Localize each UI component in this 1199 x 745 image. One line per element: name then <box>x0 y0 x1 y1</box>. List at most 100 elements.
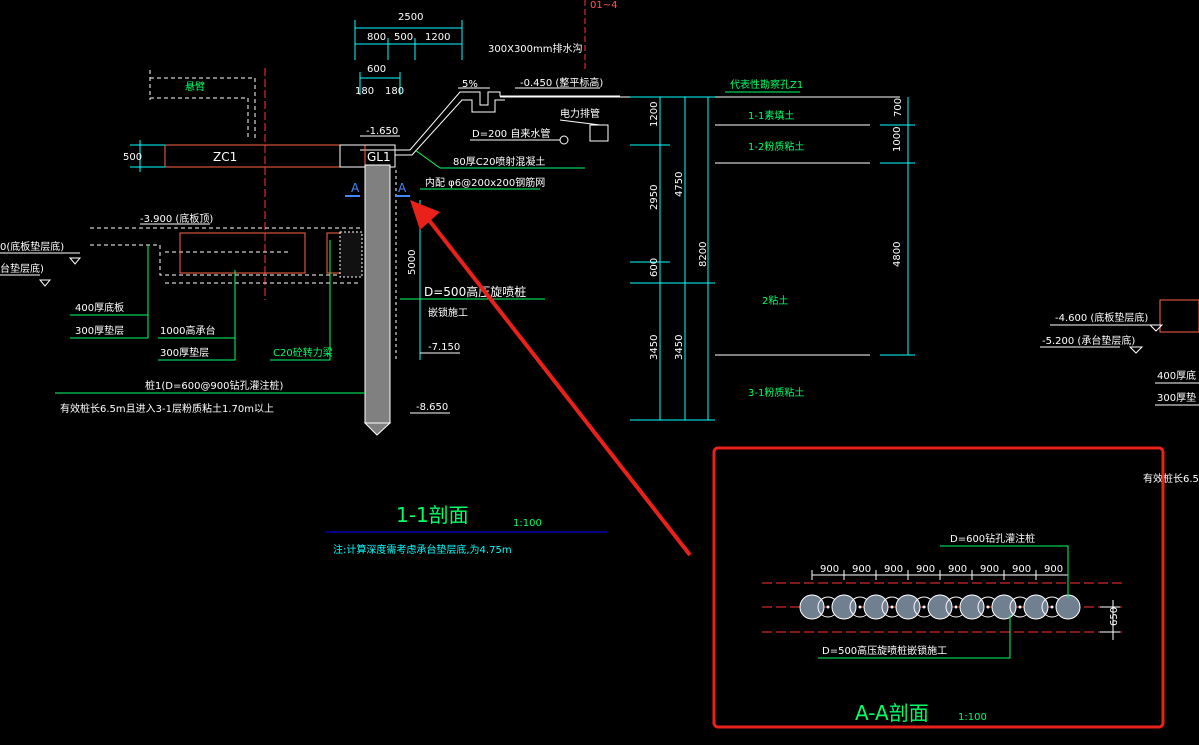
aa-spacing-label: 900 <box>948 564 967 575</box>
beam-c20-label: C20砼转力梁 <box>273 346 333 359</box>
soil-layer-2: 1-2粉质粘土 <box>748 140 804 153</box>
aa-bored-pile <box>991 594 1017 620</box>
aa-bored-pile <box>863 594 889 620</box>
mesh-label: 内配 φ6@200x200钢筋网 <box>425 176 545 189</box>
soil-dim-2950: 2950 <box>649 185 660 210</box>
aa-title: A-A剖面 <box>855 701 929 725</box>
bottom-slab-dashed <box>90 227 360 284</box>
aa-bored-pile <box>799 594 825 620</box>
aa-bored-pile <box>895 594 921 620</box>
soil-dim-1200: 1200 <box>649 102 660 127</box>
pile-tip <box>363 422 392 436</box>
aa-bored-pile <box>927 594 953 620</box>
electric-leader <box>559 119 601 126</box>
slope-label: 5% <box>462 79 478 90</box>
soil-dim-4800: 4800 <box>892 242 903 267</box>
right-pile: 有效桩长6.5 <box>1143 472 1199 485</box>
soil-layer-1: 1-1素填土 <box>748 109 794 122</box>
level-beam: -1.650 <box>366 126 398 137</box>
dim-600: 600 <box>367 64 386 75</box>
electric-duct-box <box>589 124 609 142</box>
jet-grout-label: D=500高压旋喷桩 <box>424 284 526 299</box>
aa-bored-pile-leader <box>940 545 1069 598</box>
aa-jet-grout-center <box>986 605 990 609</box>
level-ground: -0.450 (整平标高) <box>520 76 603 89</box>
right-floor: 400厚底 <box>1157 369 1196 382</box>
aa-jet-grout-label: D=500高压旋喷桩嵌锁施工 <box>822 644 947 657</box>
zc1-label: ZC1 <box>213 150 237 164</box>
aa-spacing-label: 900 <box>916 564 935 575</box>
right-level-2: -5.200 (承台垫层底) <box>1042 334 1135 347</box>
aa-jet-grout-center <box>954 605 958 609</box>
red-arrow-shaft <box>423 213 692 557</box>
dim-1200: 1200 <box>425 32 450 43</box>
aa-spacing-label: 900 <box>1012 564 1031 575</box>
aa-scale: 1:100 <box>958 712 987 723</box>
level-bottom-slab: -3.900 (底板顶) <box>140 212 213 225</box>
borehole-label: 代表性勘察孔Z1 <box>730 78 803 91</box>
red-arrow-head <box>410 200 440 230</box>
upper-wall-dashed <box>149 70 256 140</box>
aa-bored-pile <box>831 594 857 620</box>
pile-desc-label: 桩1(D=600@900钻孔灌注桩) <box>145 379 284 392</box>
water-pipe-circle <box>559 135 569 145</box>
soil-dims <box>630 96 915 421</box>
soil-dim-700: 700 <box>893 98 904 117</box>
ditch-label: 300X300mm排水沟 <box>488 42 583 55</box>
concrete-leader <box>414 149 441 169</box>
level-marker-left <box>68 257 82 265</box>
aa-jet-grout-leader <box>818 615 1011 659</box>
soil-dim-4750: 4750 <box>674 172 685 197</box>
ditch-outline <box>395 91 900 156</box>
right-pad: 300厚垫 <box>1157 391 1196 404</box>
aa-jet-grout-center <box>858 605 862 609</box>
soil-layer-4: 3-1粉质粘土 <box>748 386 804 399</box>
left-cut-label-1: 0(底板垫层底) <box>0 240 64 253</box>
left-cut-label-2: 台垫层底) <box>0 262 44 275</box>
section-a-left: A <box>351 181 360 195</box>
electric-label: 电力排管 <box>560 107 600 120</box>
top-red-label: 01~4 <box>590 0 617 11</box>
left-leaders <box>70 240 331 361</box>
level-865: -8.650 <box>416 402 448 413</box>
aa-jet-grout-center <box>1018 605 1022 609</box>
pad-300a-label: 300厚垫层 <box>75 324 124 337</box>
dim-500: 500 <box>394 32 413 43</box>
aa-spacing-label: 900 <box>852 564 871 575</box>
aa-jet-grout-center <box>826 605 830 609</box>
soil-dim-3450-a: 3450 <box>649 335 660 360</box>
water-pipe-label: D=200 自来水管 <box>472 127 550 140</box>
aa-jet-grout-center <box>890 605 894 609</box>
aa-jet-grout-center <box>1050 605 1054 609</box>
gl1-label: GL1 <box>367 150 391 164</box>
aa-bored-pile <box>1055 594 1081 620</box>
dim-2500: 2500 <box>398 12 423 23</box>
soil-layer-lines <box>715 124 870 356</box>
concrete-label: 80厚C20喷射混凝土 <box>453 155 545 168</box>
soil-layer-3: 2粘土 <box>762 294 788 307</box>
soil-dim-8200: 8200 <box>698 242 709 267</box>
level-715: -7.150 <box>428 342 460 353</box>
aa-spacing-label: 900 <box>820 564 839 575</box>
jet-method-label: 嵌锁施工 <box>428 306 468 319</box>
beam-top-label: 悬臂 <box>185 80 205 93</box>
aa-spacing-label: 900 <box>1044 564 1063 575</box>
soil-dim-600: 600 <box>649 258 660 277</box>
pile-len-label: 有效桩长6.5m且进入3-1层粉质粘土1.70m以上 <box>60 402 274 415</box>
top-dimension-chain <box>354 20 463 95</box>
right-level-marker-1 <box>1148 324 1164 332</box>
right-level-1: -4.600 (底板垫层底) <box>1055 311 1148 324</box>
aa-bored-pile <box>1023 594 1049 620</box>
soil-dim-1000: 1000 <box>892 127 903 152</box>
aa-spacing-label: 900 <box>884 564 903 575</box>
title-1-1: 1-1剖面 <box>396 503 469 527</box>
floor-400-label: 400厚底板 <box>75 301 124 314</box>
right-cut-lines <box>1040 324 1199 406</box>
cap-hatch <box>339 231 363 278</box>
aa-jet-grout-center <box>922 605 926 609</box>
pad-300b-label: 300厚垫层 <box>160 346 209 359</box>
cap-1000-label: 1000高承台 <box>160 324 215 337</box>
